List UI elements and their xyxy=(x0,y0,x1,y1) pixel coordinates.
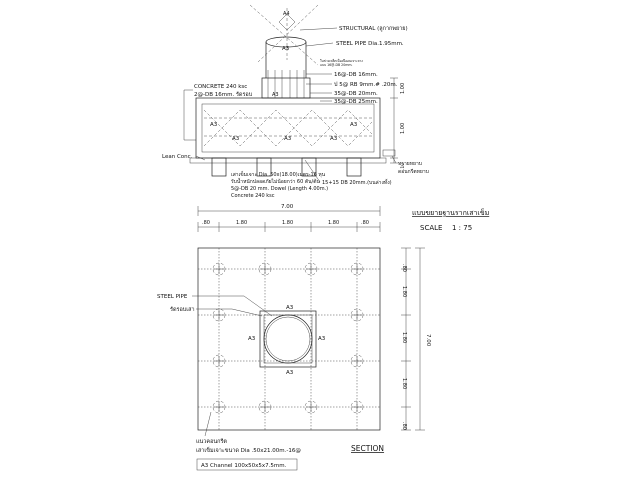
pile-circle xyxy=(212,262,226,276)
small-note-2: แบบ 16@-DB 20mm. xyxy=(320,63,352,67)
elev-dim-1: 1.00 xyxy=(400,83,406,94)
pile-note-5: 15+15 DB 20mm.(บนล่างทั้ง) xyxy=(322,177,392,186)
section-label: SECTION xyxy=(351,444,384,453)
column-square xyxy=(259,310,317,368)
steel-pipe-leader xyxy=(305,42,334,47)
pile-note-4: Concrete 240 ksc xyxy=(231,193,275,199)
column-stub xyxy=(261,77,311,99)
plan-column-wrap: รัดรอบเสา xyxy=(170,306,195,313)
diag-dash-2 xyxy=(257,4,319,63)
plan-a3-left: A3 xyxy=(248,336,256,342)
pile-note-1: เสาเข็มเจาะ Dia .50x(18.00)เมตร-16 หุน xyxy=(231,170,326,178)
rebar-16db: 16@-DB 16mm. xyxy=(334,72,378,78)
dim-v-2: 1.80 xyxy=(401,332,407,343)
overall-dim-v: 7.00 xyxy=(425,334,431,347)
dim-v-3: 1.80 xyxy=(401,378,407,389)
concrete-label: CONCRETE 240 ksc xyxy=(194,84,247,90)
dim-h-0: .80 xyxy=(202,220,210,226)
plan-view: 7.00 .80 1.80 1.80 1.80 .80 แบบขยายฐานรา… xyxy=(157,204,489,471)
dim-h-2: 1.80 xyxy=(282,220,293,226)
pile-note-2: รับน้ำหนักปลอดภัยไม่น้อยกว่า 60 ตัน/ต้น xyxy=(231,176,320,185)
rebar-rb: ป 5@ RB 9mm.# .20m. xyxy=(334,81,398,88)
plan-v-sub-ticks xyxy=(401,247,411,431)
plan-steel-pipe-label: STEEL PIPE xyxy=(157,294,188,300)
sand-leader xyxy=(391,155,397,164)
right-leaders xyxy=(306,73,332,102)
pile-note5-leader xyxy=(304,159,321,183)
lean-concrete xyxy=(189,157,387,164)
a3-right-2: A3 xyxy=(330,136,338,142)
pile-circle xyxy=(258,262,272,276)
lean-leader xyxy=(195,155,206,161)
plan-a3-right: A3 xyxy=(318,336,326,342)
plan-steel-pipe-leader xyxy=(192,295,273,317)
sand-label-2: ดอนกรีตหยาบ xyxy=(398,168,429,175)
a3-right-1: A3 xyxy=(350,122,358,128)
steel-pipe-label: STEEL PIPE Dia.1.95mm. xyxy=(336,41,404,47)
a4-label: A4 xyxy=(283,11,290,17)
pile-circle xyxy=(212,308,226,322)
piles xyxy=(211,157,362,177)
footing-inner xyxy=(201,103,375,153)
lean-conc-label: Lean Conc. xyxy=(162,154,193,160)
rebar-35db25: 35@-DB 25mm. xyxy=(334,99,378,105)
dim-v-1: 1.80 xyxy=(401,286,407,297)
a4-marker xyxy=(278,13,296,31)
a3-left-2: A3 xyxy=(232,136,240,142)
plan-a3-top: A3 xyxy=(286,305,294,311)
pile-circle xyxy=(212,400,226,414)
plan-footing-outline xyxy=(197,247,381,431)
a3-stub-label: A3 xyxy=(272,92,279,98)
dim-v-0: .80 xyxy=(401,264,407,272)
sand-swatch xyxy=(382,149,396,157)
a3-pipe-label: A3 xyxy=(282,46,290,52)
plan-piles xyxy=(212,262,364,414)
pile-circle xyxy=(258,400,272,414)
scale-label: SCALE xyxy=(420,224,442,232)
elev-dim-ticks xyxy=(390,77,398,164)
plan-a3-bottom: A3 xyxy=(286,370,294,376)
elev-dim-2: 1.00 xyxy=(400,123,406,134)
scale-value: 1 : 75 xyxy=(452,224,472,232)
dim-h-3: 1.80 xyxy=(328,220,339,226)
pile-line-leader xyxy=(204,411,212,437)
pile-note-3: 5@-DB 20 mm. Dowel (Length 4.00m.) xyxy=(231,186,328,192)
elev-dim-3: .10 xyxy=(400,163,406,170)
pile-circle xyxy=(350,308,364,322)
dim-h-1: 1.80 xyxy=(236,220,247,226)
footing-block xyxy=(195,97,381,159)
channel-box xyxy=(196,458,298,471)
pile-circle xyxy=(350,262,364,276)
overall-dim: 7.00 xyxy=(281,204,294,210)
sand-label-1: ทรายหยาบ xyxy=(398,161,422,167)
dim-h-4: .80 xyxy=(361,220,369,226)
plan-title: แบบขยายฐานรากเสาเข็ม xyxy=(412,208,489,217)
elevation-detail: A4 A3 A3 A3 xyxy=(162,4,429,199)
pile-line-label: แนวคอนกรีต xyxy=(196,438,227,445)
dim-v-4: .80 xyxy=(401,422,407,430)
pile-circle xyxy=(350,400,364,414)
diag-dash-1 xyxy=(249,4,319,66)
pile-circle xyxy=(212,354,226,368)
db16-label: 2@-DB 16mm. รัดรอบ xyxy=(194,91,253,98)
pile-circle xyxy=(350,354,364,368)
rebar-35db20: 35@-DB 20mm. xyxy=(334,91,378,97)
pile-circle xyxy=(304,400,318,414)
small-note-1: ในข่วงเหล็กเนื่องปืออนเจาะจาง xyxy=(320,57,363,63)
pile-spec-label: เสาเข็มเจาะขนาด Dia .50x21.00m.-16@ xyxy=(196,446,301,454)
a3-left-1: A3 xyxy=(210,122,218,128)
structural-label: STRUCTURAL (ลูกากพยาย) xyxy=(339,26,408,32)
plan-column-wrap-leader xyxy=(196,308,263,317)
concrete-leader xyxy=(183,89,196,141)
channel-label: A3 Channel 100x50x5x7.5mm. xyxy=(201,463,287,469)
stub-rebars xyxy=(267,70,305,98)
steel-pipe-circle-inner xyxy=(265,316,311,362)
pile-circle xyxy=(304,262,318,276)
a3-center: A3 xyxy=(284,136,292,142)
structural-leader xyxy=(299,27,338,31)
steel-pipe-circle xyxy=(263,314,313,364)
plan-sub-ticks xyxy=(197,222,381,232)
footing-bracing xyxy=(203,109,373,147)
